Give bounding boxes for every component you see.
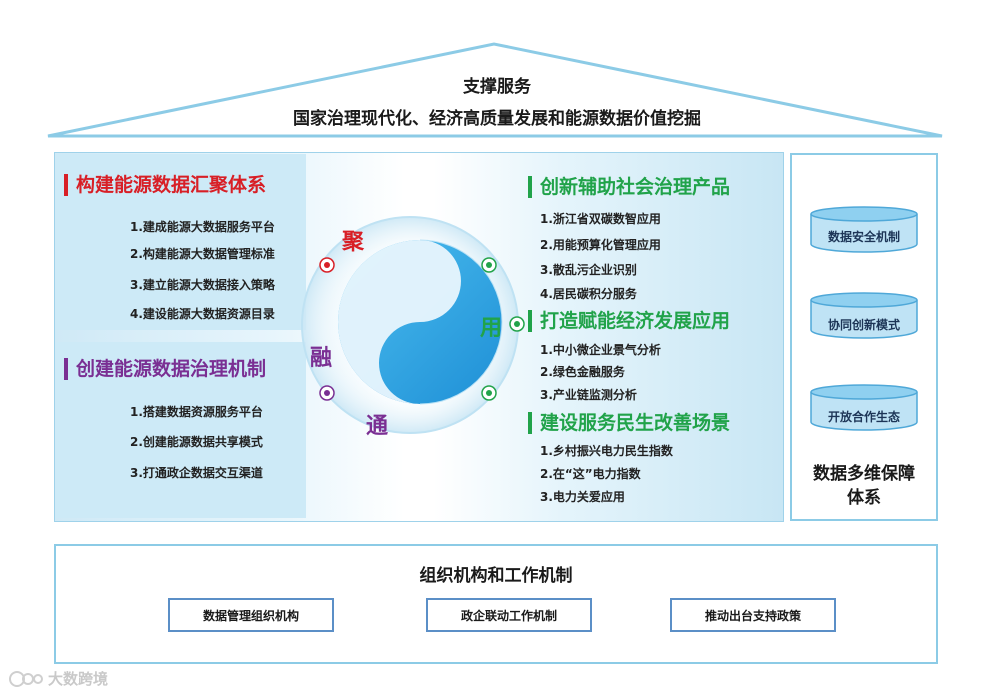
label-tong: 通 — [366, 414, 389, 439]
list-item: 2.在“这”电力指数 — [540, 467, 641, 481]
section-title-governance: 创建能源数据治理机制 — [64, 358, 266, 380]
list-item: 3.散乱污企业识别 — [540, 263, 637, 277]
section-title-economic-development: 打造赋能经济发展应用 — [528, 310, 730, 332]
org-box: 数据管理组织机构 — [168, 598, 334, 632]
watermark-text: 大数跨境 — [48, 670, 109, 688]
list-item: 1.搭建数据资源服务平台 — [130, 405, 263, 419]
list-item: 3.电力关爱应用 — [540, 490, 625, 504]
list-item: 3.打通政企数据交互渠道 — [130, 466, 263, 480]
ring-icon — [319, 385, 335, 401]
roof-outline — [47, 42, 943, 138]
roof-title: 支撑服务 — [463, 77, 531, 97]
list-item: 1.中小微企业景气分析 — [540, 343, 661, 357]
logo-icon — [9, 671, 43, 687]
section-title-aggregation: 构建能源数据汇聚体系 — [64, 174, 266, 196]
list-item: 1.乡村振兴电力民生指数 — [540, 444, 673, 458]
list-item: 4.居民碳积分服务 — [540, 287, 637, 301]
list-item: 3.建立能源大数据接入策略 — [130, 278, 275, 292]
ring-icon — [481, 385, 497, 401]
guarantee-title-line2: 体系 — [847, 488, 881, 508]
panel-left-top — [56, 154, 306, 330]
organization-title: 组织机构和工作机制 — [419, 566, 573, 586]
ring-icon — [319, 257, 335, 273]
panel-left-bottom — [56, 342, 306, 518]
org-box: 推动出台支持政策 — [670, 598, 836, 632]
ring-icon — [509, 316, 525, 332]
cylinder-label: 开放合作生态 — [827, 410, 900, 424]
list-item: 3.产业链监测分析 — [540, 388, 637, 402]
list-item: 2.绿色金融服务 — [540, 365, 625, 379]
roof-subtitle: 国家治理现代化、经济高质量发展和能源数据价值挖掘 — [293, 109, 701, 129]
label-yong: 用 — [480, 316, 503, 341]
list-item: 2.创建能源数据共享模式 — [130, 435, 263, 449]
ring-icon — [481, 257, 497, 273]
section-title-livelihood: 建设服务民生改善场景 — [528, 412, 730, 434]
cylinder-icon — [810, 206, 918, 253]
list-item: 2.构建能源大数据管理标准 — [130, 247, 275, 261]
list-item: 1.建成能源大数据服务平台 — [130, 220, 275, 234]
section-title-social-governance: 创新辅助社会治理产品 — [528, 176, 730, 198]
cylinder-icon — [810, 292, 918, 339]
center-taiji-graphic — [301, 216, 519, 434]
org-box: 政企联动工作机制 — [426, 598, 592, 632]
cylinder-label: 协同创新模式 — [827, 318, 900, 332]
label-rong: 融 — [310, 346, 333, 371]
cylinder-label: 数据安全机制 — [827, 230, 900, 244]
guarantee-title-line1: 数据多维保障 — [813, 464, 915, 484]
label-ju: 聚 — [342, 230, 365, 255]
list-item: 2.用能预算化管理应用 — [540, 238, 661, 252]
list-item: 1.浙江省双碳数智应用 — [540, 212, 661, 226]
cylinder-icon — [810, 384, 918, 431]
list-item: 4.建设能源大数据资源目录 — [130, 307, 275, 321]
